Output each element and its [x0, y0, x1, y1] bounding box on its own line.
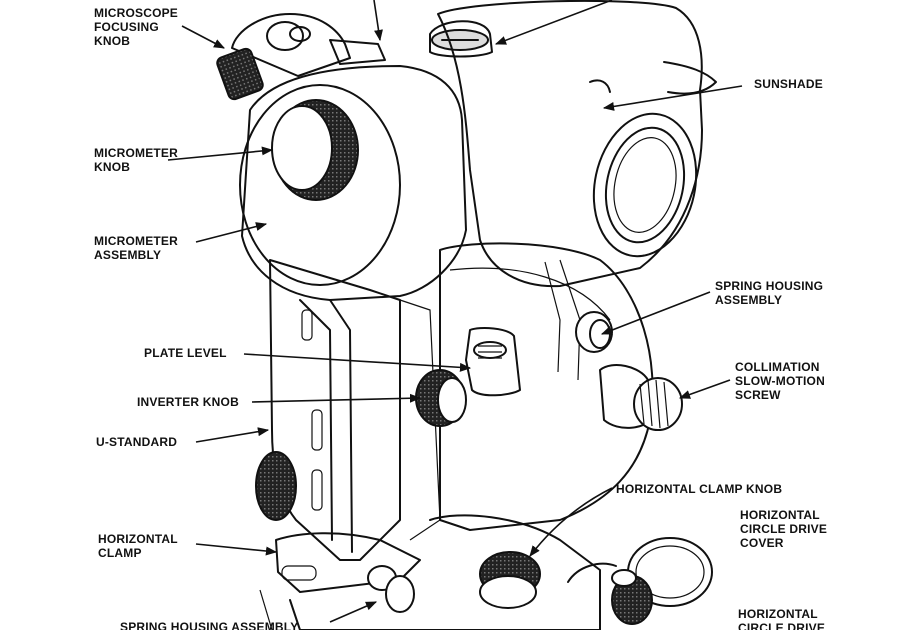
label-micrometer-knob: MICROMETER KNOB	[94, 146, 178, 174]
label-spring-housing-assembly-bottom: SPRING HOUSING ASSEMBLY	[120, 620, 299, 630]
microscope-focusing-knob-part	[216, 47, 264, 101]
spring-housing-right-part	[575, 311, 613, 353]
micrometer-assembly-part	[239, 65, 467, 301]
label-horizontal-circle-drive: HORIZONTAL CIRCLE DRIVE	[738, 607, 826, 630]
alidade-body	[439, 242, 654, 531]
sunshade-ring	[592, 112, 698, 258]
drive-cover-part	[567, 537, 713, 625]
label-spring-housing-assembly-right: SPRING HOUSING ASSEMBLY	[715, 279, 824, 307]
horizontal-clamp-knob-part	[479, 551, 541, 609]
label-inverter-knob: INVERTER KNOB	[137, 395, 239, 409]
label-horizontal-circle-drive-cover: HORIZONTAL CIRCLE DRIVE COVER	[740, 508, 828, 550]
label-collimation-slow-motion-screw: COLLIMATION SLOW-MOTION SCREW	[735, 360, 825, 402]
microscope-eyepiece	[231, 13, 386, 77]
label-plate-level: PLATE LEVEL	[144, 346, 227, 360]
plate-level-vial	[465, 327, 521, 397]
label-horizontal-clamp-knob: HORIZONTAL CLAMP KNOB	[616, 482, 783, 496]
left-side-knob	[255, 451, 297, 521]
leader-lines	[167, 0, 743, 623]
inverter-knob-part	[415, 369, 467, 427]
label-microscope-focusing-knob: MICROSCOPE FOCUSING KNOB	[94, 6, 179, 48]
u-standard-part	[269, 259, 441, 561]
top-screw-cap	[429, 20, 493, 58]
label-horizontal-clamp: HORIZONTAL CLAMP	[98, 532, 178, 560]
spring-housing-bottom-part	[367, 565, 415, 613]
collimation-screw-part	[599, 364, 683, 431]
label-u-standard: U-STANDARD	[96, 435, 178, 449]
telescope-body	[437, 0, 717, 288]
label-micrometer-assembly: MICROMETER ASSEMBLY	[94, 234, 178, 262]
label-sunshade: SUNSHADE	[754, 77, 823, 91]
